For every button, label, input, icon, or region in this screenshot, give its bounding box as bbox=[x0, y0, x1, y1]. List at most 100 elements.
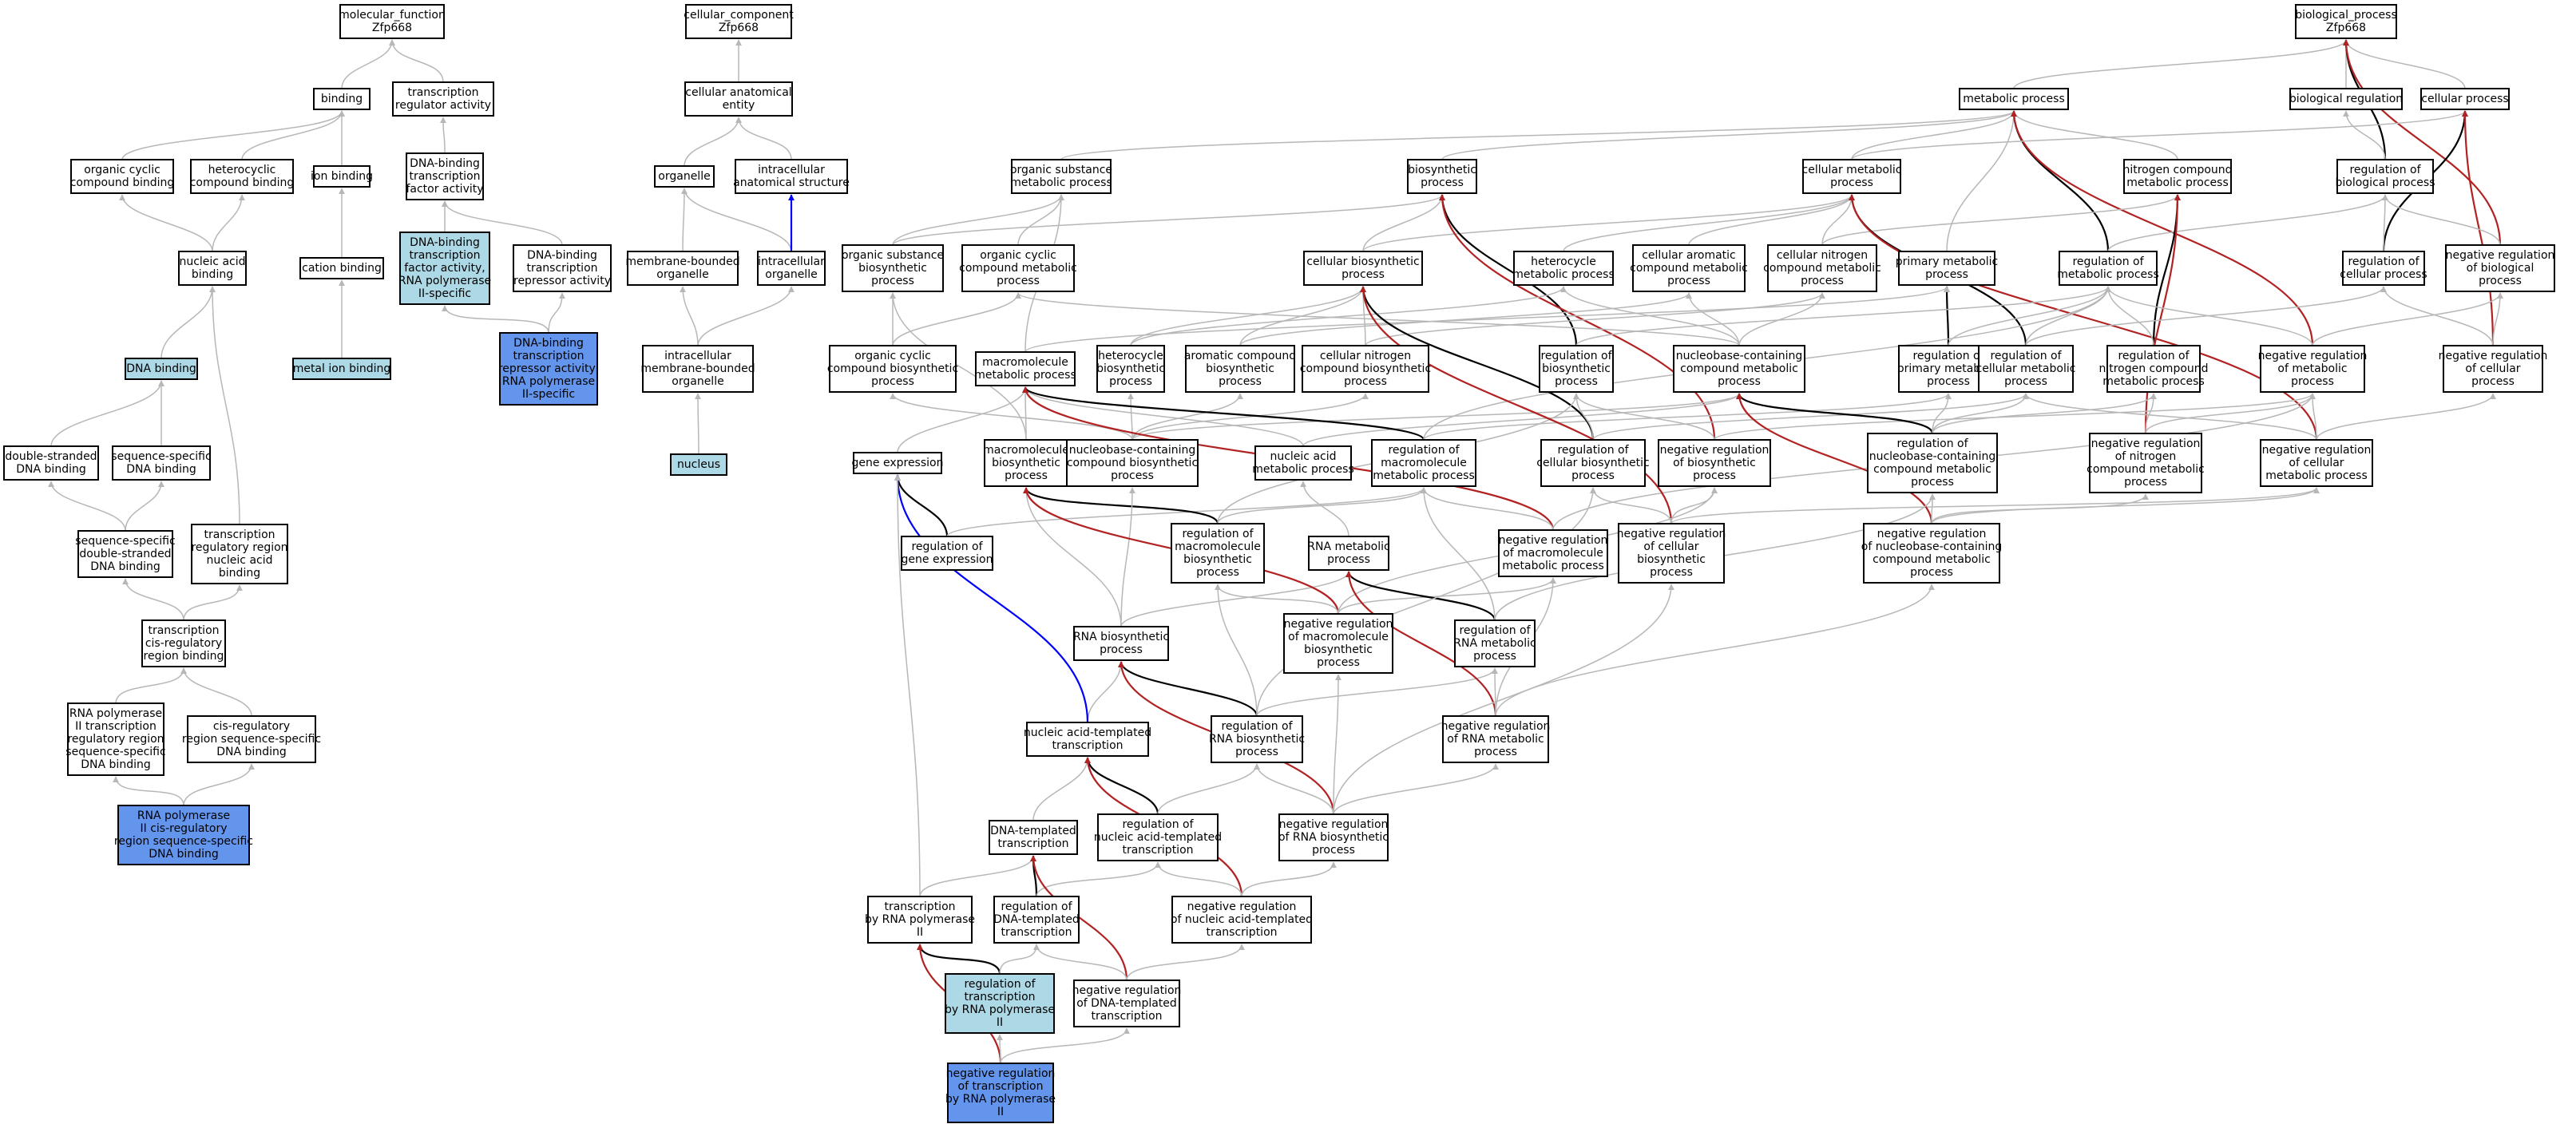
go-term-node-dnab[interactable]: DNA binding bbox=[125, 358, 198, 380]
go-term-box bbox=[178, 251, 247, 286]
go-term-node-metab[interactable]: metabolic process bbox=[1959, 88, 2069, 110]
edge-is-a-rnap2cis-to-rnap2trr bbox=[113, 776, 184, 806]
go-term-node-ionb[interactable]: ion binding bbox=[311, 165, 373, 188]
edge-is-a-reggeneexp-to-regmmp bbox=[946, 487, 1427, 537]
go-term-label-line: cellular metabolic bbox=[1976, 362, 2076, 375]
go-term-node-bioreg[interactable]: biological regulation bbox=[2289, 88, 2403, 110]
go-term-node-regnbccmp[interactable]: regulation ofnucleobase-containingcompou… bbox=[1867, 433, 1998, 493]
go-term-label-line: organic cyclic bbox=[980, 249, 1056, 262]
go-term-node-cationb[interactable]: cation binding bbox=[299, 257, 384, 279]
go-term-box bbox=[141, 619, 226, 667]
go-term-node-regmbp[interactable]: regulation ofmacromoleculebiosyntheticpr… bbox=[1171, 523, 1265, 584]
go-term-node-cellp[interactable]: cellular process bbox=[2420, 88, 2510, 110]
go-term-node-nucleus[interactable]: nucleus bbox=[670, 453, 727, 476]
go-term-node-metalion[interactable]: metal ion binding bbox=[292, 358, 391, 380]
go-term-node-organelle[interactable]: organelle bbox=[654, 165, 715, 188]
go-term-node-binding[interactable]: binding bbox=[313, 88, 371, 110]
edge-is-a-negregcbp-to-negregbiosyn bbox=[1670, 487, 1718, 524]
go-term-node-geneexp[interactable]: gene expression bbox=[852, 452, 944, 474]
go-term-box bbox=[2443, 345, 2543, 393]
